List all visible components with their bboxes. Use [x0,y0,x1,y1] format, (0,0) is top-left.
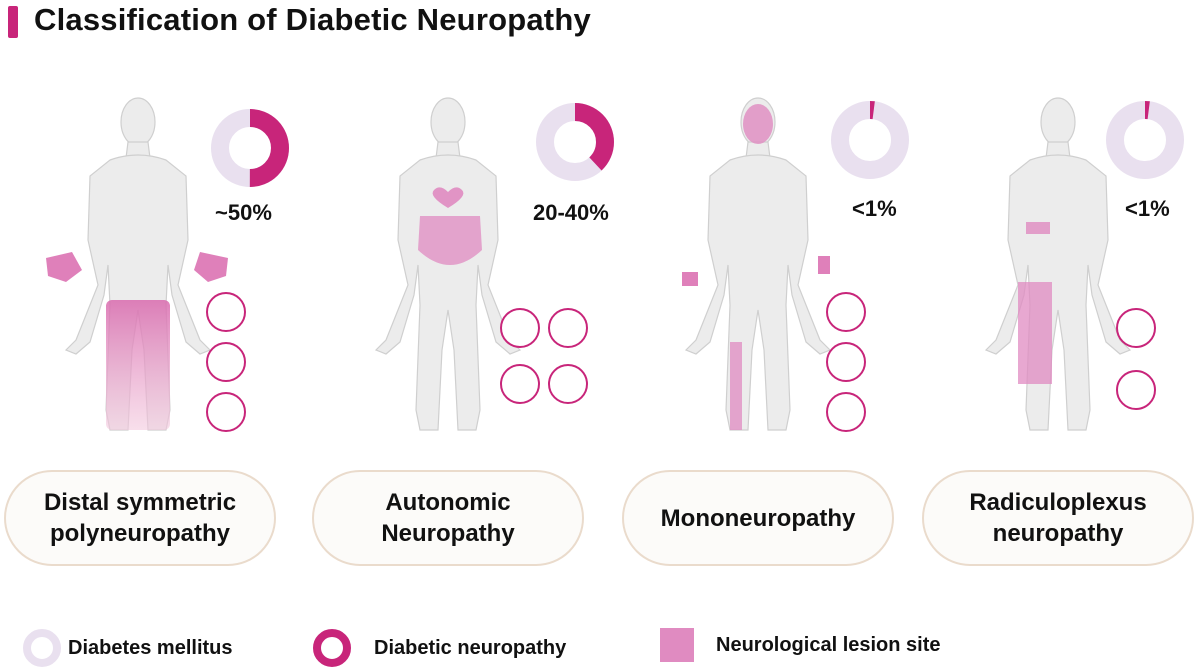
label-radiculoplexus: Radiculoplexus neuropathy [922,470,1194,566]
lesion-head [743,104,773,144]
percentage-label: <1% [852,196,897,221]
diabetes-swatch-icon [23,629,61,667]
lesion-thigh [1018,282,1052,384]
label-line: neuropathy [992,520,1124,547]
body-figure [984,97,1132,431]
page-title: Classification of Diabetic Neuropathy [34,2,591,37]
label-line: polyneuropathy [49,520,230,547]
lesion-right-hand [818,256,830,274]
lesion-legs [106,300,170,430]
legend-label: Diabetes mellitus [68,636,233,659]
panel-radiculoplexus: <1% [930,80,1200,460]
title-accent-bar [8,6,18,38]
lesion-swatch-icon [660,628,694,662]
legend-diabetes: Diabetes mellitus [22,628,233,668]
body-figure [682,97,832,431]
donut-chart [211,109,289,187]
bladder-icon [548,308,588,348]
label-line: Autonomic [385,489,511,516]
legend-neuropathy: Diabetic neuropathy [312,628,566,668]
hand-pain-icon [826,342,866,382]
legend-lesion: Neurological lesion site [660,628,941,662]
unsteady-gait-icon [206,392,246,432]
buttock-pain-icon [1116,370,1156,410]
donut-chart [1106,101,1184,179]
label-line: Distal symmetric [43,489,237,516]
label-line: Neuropathy [381,520,515,547]
neuropathy-swatch-icon [313,629,351,667]
cold-temperature-icon [206,342,246,382]
body-figure [374,97,522,431]
percentage-label: <1% [1125,196,1170,221]
hand-icon [206,292,246,332]
donut-chart [536,103,614,181]
lesion-lower-back [1026,222,1050,234]
label-mononeuropathy: Mononeuropathy [622,470,894,566]
legend-label: Diabetic neuropathy [374,636,567,659]
label-line: Mononeuropathy [660,504,856,532]
lesion-right-hand [194,252,228,282]
lesion-abdomen [418,216,482,265]
heart-icon [500,308,540,348]
label-line: Radiculoplexus [969,489,1147,516]
foot-pain-icon [826,392,866,432]
intestine-icon [548,364,588,404]
percentage-label: ~50% [215,200,272,225]
knee-pain-icon [826,292,866,332]
legend-label: Neurological lesion site [716,633,941,656]
donut-chart [831,101,909,179]
body-figure [46,97,228,431]
lesion-heart [432,187,464,208]
lesion-left-hand [682,272,698,286]
hip-pain-icon [1116,308,1156,348]
panel-distal-symmetric: ~50% [10,80,310,460]
stomach-icon [500,364,540,404]
panel-mononeuropathy: <1% [630,80,930,460]
label-distal-symmetric: Distal symmetric polyneuropathy [4,470,276,566]
percentage-label: 20-40% [533,200,609,225]
lesion-left-hand [46,252,82,282]
lesion-lower-leg [730,342,742,430]
panel-autonomic: 20-40% [320,80,620,460]
